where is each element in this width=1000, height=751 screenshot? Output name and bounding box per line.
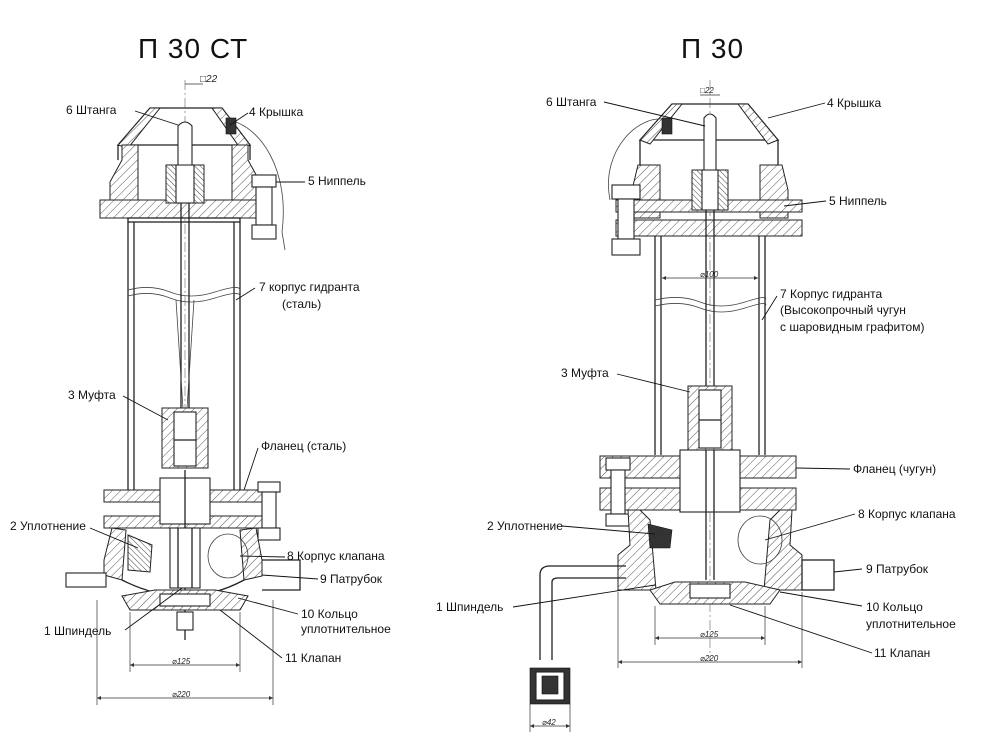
right-label-valve-body: 8 Корпус клапана xyxy=(858,507,956,521)
right-dim-d42: ⌀42 xyxy=(542,718,556,727)
left-label-rod: 6 Штанга xyxy=(66,103,117,117)
left-label-coupling: 3 Муфта xyxy=(68,388,116,402)
right-label-cover: 4 Крышка xyxy=(827,96,882,110)
right-dim-d100: ⌀100 xyxy=(700,270,719,279)
left-label-body-2: (сталь) xyxy=(282,297,322,311)
left-title: П 30 СТ xyxy=(138,33,249,64)
left-label-nipple: 5 Ниппель xyxy=(308,174,366,188)
left-dim-square: □22 xyxy=(200,74,218,85)
right-label-nipple: 5 Ниппель xyxy=(829,194,887,208)
left-dim-d125: ⌀125 xyxy=(172,657,191,666)
left-label-branch: 9 Патрубок xyxy=(320,572,383,586)
right-dim-square: □22 xyxy=(700,86,714,95)
right-label-seal: 2 Уплотнение xyxy=(487,519,563,533)
right-label-flange: Фланец (чугун) xyxy=(853,462,937,476)
right-title: П 30 xyxy=(681,33,745,64)
right-label-rod: 6 Штанга xyxy=(546,95,597,109)
right-label-branch: 9 Патрубок xyxy=(866,562,929,576)
right-label-ring-2: уплотнительное xyxy=(866,617,956,631)
left-label-valve-body: 8 Корпус клапана xyxy=(287,549,385,563)
right-label-spindle: 1 Шпиндель xyxy=(436,600,504,614)
right-label-body-1: 7 Корпус гидранта xyxy=(780,287,883,301)
left-label-spindle: 1 Шпиндель xyxy=(44,624,112,638)
left-label-valve: 11 Клапан xyxy=(285,651,342,665)
right-dim-d125: ⌀125 xyxy=(700,630,719,639)
right-hydrant xyxy=(512,80,873,732)
right-label-body-3: с шаровидным графитом) xyxy=(780,320,925,334)
left-label-flange: Фланец (сталь) xyxy=(261,439,347,453)
right-label-body-2: (Высокопрочный чугун xyxy=(780,303,906,317)
left-label-seal: 2 Уплотнение xyxy=(10,519,86,533)
left-dim-d220: ⌀220 xyxy=(172,690,191,699)
left-label-cover: 4 Крышка xyxy=(249,105,304,119)
left-hydrant xyxy=(65,80,319,705)
left-label-ring-1: 10 Кольцо xyxy=(301,607,358,621)
left-label-body-1: 7 корпус гидранта xyxy=(259,280,360,294)
left-label-ring-2: уплотнительное xyxy=(301,622,391,636)
right-dim-d220: ⌀220 xyxy=(700,654,719,663)
right-label-coupling: 3 Муфта xyxy=(561,366,609,380)
right-label-valve: 11 Клапан xyxy=(874,646,931,660)
right-label-ring-1: 10 Кольцо xyxy=(866,600,923,614)
